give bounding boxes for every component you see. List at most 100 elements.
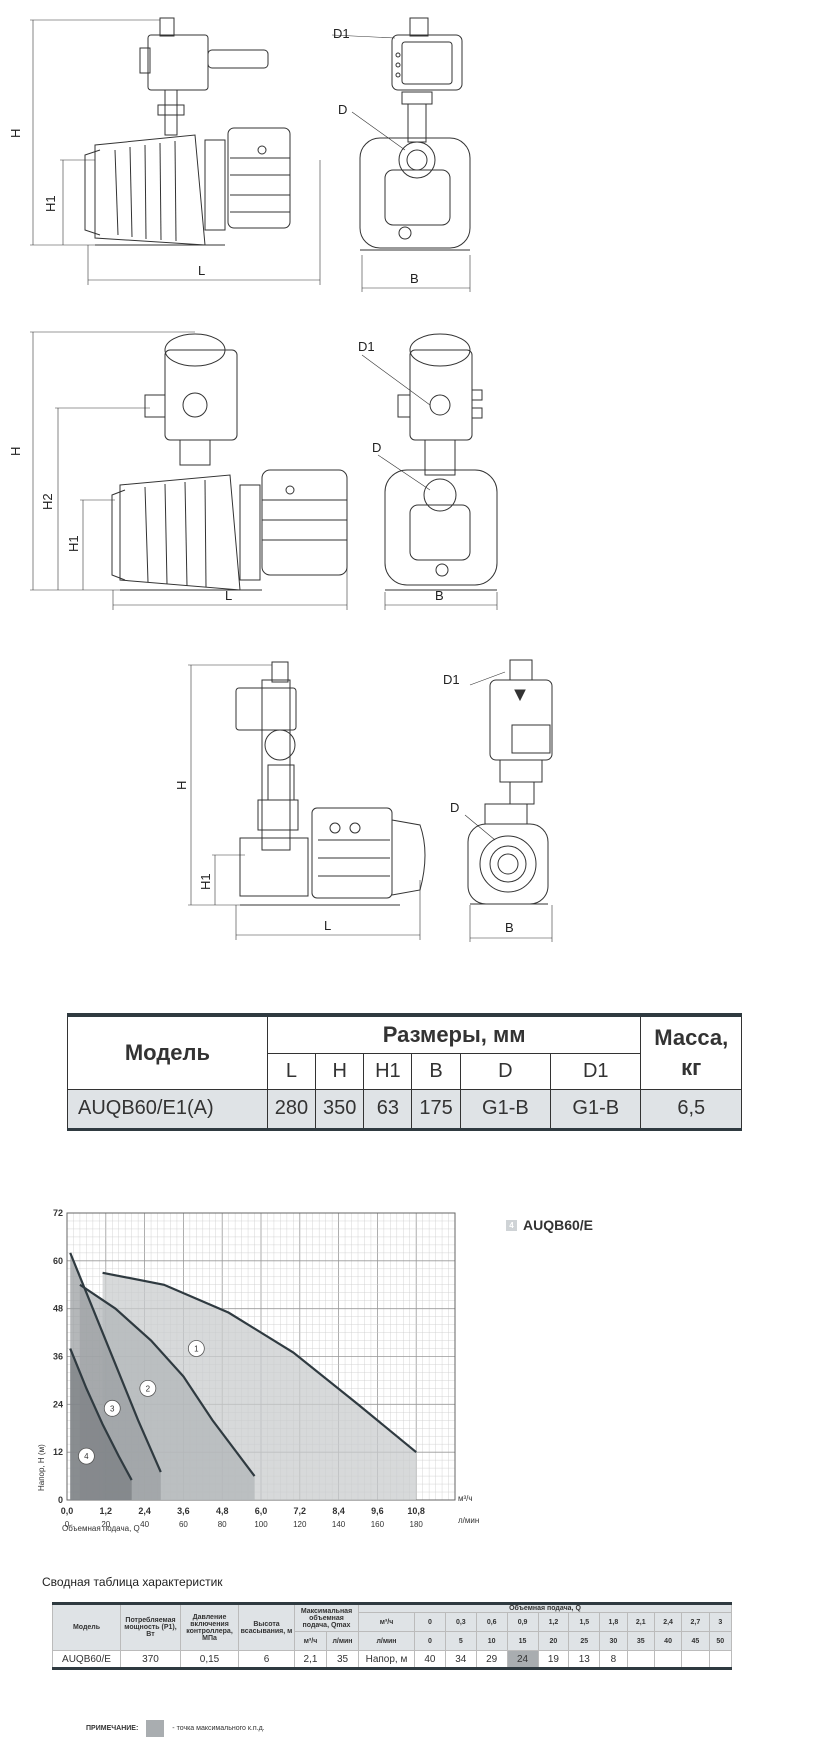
dim-label-h2-2: H2 bbox=[40, 493, 55, 510]
model-header: Модель bbox=[67, 1014, 268, 1090]
sum-flow-lmin-7: 35 bbox=[626, 1631, 655, 1651]
y-axis-label: Напор, H (м) bbox=[37, 1444, 46, 1491]
sum-h-qmax: Максимальная объемная подача, Qmax bbox=[294, 1603, 359, 1632]
sum-qmax-lmin: л/мин bbox=[326, 1631, 359, 1651]
mass-header: Масса, кг bbox=[640, 1014, 742, 1090]
sum-head-4: 19 bbox=[537, 1650, 570, 1669]
sum-flow-lmin-6: 30 bbox=[599, 1631, 628, 1651]
note: ПРИМЕЧАНИЕ: - точка максимального к.п.д. bbox=[86, 1720, 265, 1737]
x-tick-m3h-5: 6,0 bbox=[255, 1506, 268, 1516]
sum-flow-lmin-10: 50 bbox=[708, 1631, 733, 1651]
sum-flow-lmin-1: 5 bbox=[444, 1631, 477, 1651]
sum-flow-lmin-4: 20 bbox=[537, 1631, 570, 1651]
sum-head-2: 29 bbox=[475, 1650, 508, 1669]
x-tick-lmin-3: 60 bbox=[179, 1520, 188, 1529]
x-tick-m3h-6: 7,2 bbox=[294, 1506, 307, 1516]
drawings-svg: H H1 L B D1 D H H2 H1 L B D1 D H H1 L B … bbox=[8, 17, 553, 942]
x-tick-m3h-7: 8,4 bbox=[332, 1506, 345, 1516]
x-axis-label: Объемная подача, Q bbox=[62, 1524, 140, 1533]
sum-head-6: 8 bbox=[599, 1650, 628, 1669]
x-tick-lmin-4: 80 bbox=[218, 1520, 227, 1529]
pump-1-front-view bbox=[331, 17, 471, 292]
dimensions-table: Модель Размеры, мм Масса, кг L H H1 B D … bbox=[67, 1013, 742, 1131]
series-line-4 bbox=[69, 1348, 133, 1481]
series-marker-4 bbox=[78, 1447, 95, 1465]
sum-flow-m3h-5: 1,5 bbox=[568, 1612, 601, 1632]
row-mass: 6,5 bbox=[640, 1088, 742, 1130]
x-tick-m3h-9: 10,8 bbox=[407, 1506, 425, 1516]
x-tick-lmin-2: 40 bbox=[140, 1520, 149, 1529]
sum-head-8 bbox=[653, 1650, 683, 1669]
dim-label-b-1: B bbox=[410, 271, 419, 286]
sum-flow-m3h-0: 0 bbox=[414, 1612, 446, 1632]
dim-label-d-1: D bbox=[338, 102, 347, 117]
row-h: 350 bbox=[315, 1088, 365, 1130]
note-label: ПРИМЕЧАНИЕ: bbox=[86, 1725, 139, 1732]
dim-label-l-2: L bbox=[225, 588, 232, 603]
sum-h-model: Модель bbox=[52, 1603, 121, 1651]
sum-flow-lmin-3: 15 bbox=[506, 1631, 539, 1651]
sum-head-1: 34 bbox=[444, 1650, 477, 1669]
series-line-2 bbox=[79, 1283, 256, 1477]
dim-label-d-2: D bbox=[372, 440, 381, 455]
x-tick-m3h-4: 4,8 bbox=[216, 1506, 229, 1516]
x-tick-lmin-7: 140 bbox=[332, 1520, 346, 1529]
pump-1-side-view bbox=[30, 17, 321, 285]
sum-flow-lmin-2: 10 bbox=[475, 1631, 508, 1651]
dim-label-h-3: H bbox=[174, 781, 189, 790]
table-row: AUQB60/E1(A) 280 350 63 175 G1-B G1-B 6,… bbox=[67, 1088, 742, 1130]
sum-flow-m3h-2: 0,6 bbox=[475, 1612, 508, 1632]
x-tick-lmin-1: 20 bbox=[101, 1520, 110, 1529]
sum-flow-lmin-8: 40 bbox=[653, 1631, 683, 1651]
sum-flow-lmin-label: л/мин bbox=[358, 1631, 415, 1651]
sum-h-suction: Высота всасывания, м bbox=[238, 1603, 295, 1651]
pump-3-front-view bbox=[464, 659, 553, 942]
row-h1: 63 bbox=[363, 1088, 413, 1130]
sum-flow-m3h-label: м³/ч bbox=[358, 1612, 415, 1632]
row-d1: G1-B bbox=[550, 1088, 642, 1130]
sum-qmax-lmin-val: 35 bbox=[326, 1650, 359, 1669]
sum-suction: 6 bbox=[238, 1650, 295, 1669]
sum-head-label: Напор, м bbox=[358, 1650, 415, 1669]
dim-label-h-1: H bbox=[8, 129, 23, 138]
row-b: 175 bbox=[411, 1088, 461, 1130]
sum-power: 370 bbox=[120, 1650, 181, 1669]
legend-label: AUQB60/E bbox=[523, 1217, 594, 1233]
mass-header-line2: кг bbox=[681, 1054, 702, 1080]
y-tick-5: 60 bbox=[53, 1256, 63, 1266]
sum-flow-m3h-3: 0,9 bbox=[506, 1612, 539, 1632]
x-tick-m3h-0: 0,0 bbox=[61, 1506, 74, 1516]
sum-flow-m3h-10: 3 bbox=[708, 1612, 733, 1632]
sum-flow-lmin-5: 25 bbox=[568, 1631, 601, 1651]
y-tick-1: 12 bbox=[53, 1447, 63, 1457]
col-header-h: H bbox=[315, 1052, 365, 1090]
dim-label-b-3: B bbox=[505, 920, 514, 935]
series-label-4: 4 bbox=[84, 1452, 89, 1461]
col-header-l: L bbox=[266, 1052, 317, 1090]
sum-flow-m3h-7: 2,1 bbox=[626, 1612, 655, 1632]
dim-label-d-3: D bbox=[450, 800, 459, 815]
mass-header-line1: Масса, bbox=[654, 1024, 729, 1050]
series-line-3 bbox=[69, 1252, 162, 1473]
y-tick-4: 48 bbox=[53, 1304, 63, 1314]
note-swatch bbox=[146, 1720, 165, 1737]
row-l: 280 bbox=[266, 1088, 317, 1130]
dim-label-h1-1: H1 bbox=[43, 195, 58, 212]
y-tick-2: 24 bbox=[53, 1399, 63, 1409]
sum-h-pressure: Давление включения контроллера, МПа bbox=[180, 1603, 239, 1651]
sum-model: AUQB60/E bbox=[52, 1650, 121, 1669]
sum-h-flow: Объемная подача, Q bbox=[358, 1603, 732, 1613]
x-tick-m3h-2: 2,4 bbox=[138, 1506, 151, 1516]
sum-flow-m3h-8: 2,4 bbox=[653, 1612, 683, 1632]
dim-label-l-3: L bbox=[324, 918, 331, 933]
x-tick-lmin-5: 100 bbox=[254, 1520, 268, 1529]
series-marker-3 bbox=[103, 1399, 121, 1417]
sum-head-10 bbox=[708, 1650, 733, 1669]
summary-title: Сводная таблица характеристик bbox=[42, 1575, 223, 1589]
sum-flow-m3h-9: 2,7 bbox=[681, 1612, 710, 1632]
